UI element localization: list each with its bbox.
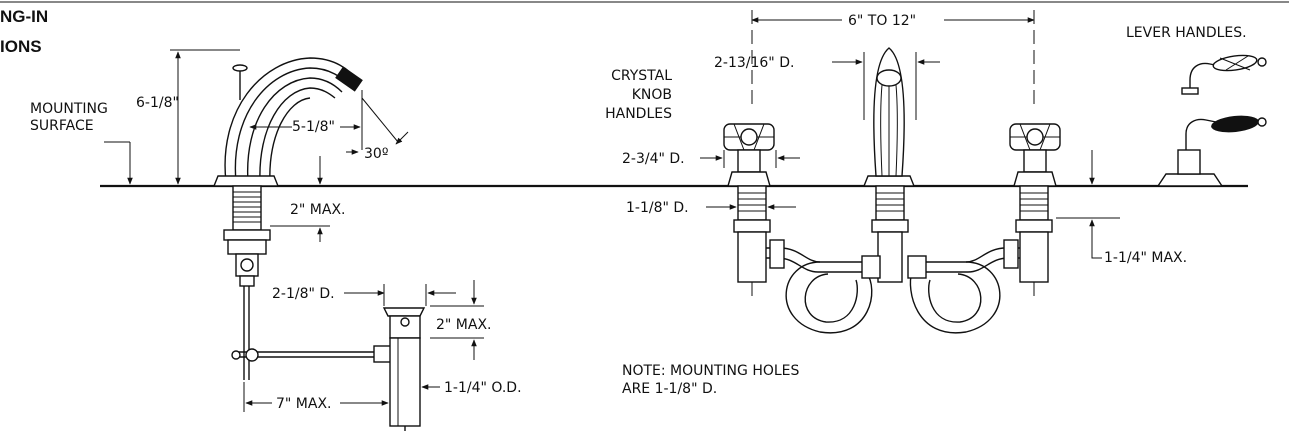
label-tail-od: 1-1/4" O.D. xyxy=(444,380,522,396)
label-angle: 30º xyxy=(364,146,388,162)
supply-hoses xyxy=(766,239,1020,334)
left-crystal-handle xyxy=(723,123,775,283)
title-line-2: IONS xyxy=(0,37,42,56)
label-shank-dia: 1-1/8" D. xyxy=(626,200,689,216)
center-spout xyxy=(862,47,916,283)
label-lever-handles: LEVER HANDLES. xyxy=(1126,25,1247,41)
label-spread: 6" TO 12" xyxy=(848,13,916,29)
drain-assembly xyxy=(231,307,426,431)
label-drain-max: 2" MAX. xyxy=(436,317,492,333)
label-crystal-2: KNOB xyxy=(632,87,672,103)
title-line-1: NG-IN xyxy=(0,7,48,26)
left-spout xyxy=(212,57,363,380)
label-crystal-1: CRYSTAL xyxy=(611,68,672,84)
label-right-max: 1-1/4" MAX. xyxy=(1104,250,1187,266)
label-left-max: 2" MAX. xyxy=(290,202,346,218)
label-note-1: NOTE: MOUNTING HOLES xyxy=(622,363,800,379)
label-rod-max: 7" MAX. xyxy=(276,396,332,412)
label-drain-dia: 2-1/8" D. xyxy=(272,286,335,302)
label-note-2: ARE 1-1/8" D. xyxy=(622,381,717,397)
label-spout-dia: 2-13/16" D. xyxy=(714,55,794,71)
label-mounting-2: SURFACE xyxy=(30,118,94,134)
label-spout-reach: 5-1/8" xyxy=(292,119,335,135)
label-knob-dia: 2-3/4" D. xyxy=(622,151,685,167)
label-crystal-3: HANDLES xyxy=(605,106,672,122)
label-height: 6-1/8" xyxy=(136,95,179,111)
centerlines xyxy=(751,10,1035,300)
label-mounting-1: MOUNTING xyxy=(30,101,108,117)
dimensions xyxy=(104,17,1120,412)
right-crystal-handle xyxy=(1009,123,1061,283)
lever-handle-icons xyxy=(1156,54,1267,187)
